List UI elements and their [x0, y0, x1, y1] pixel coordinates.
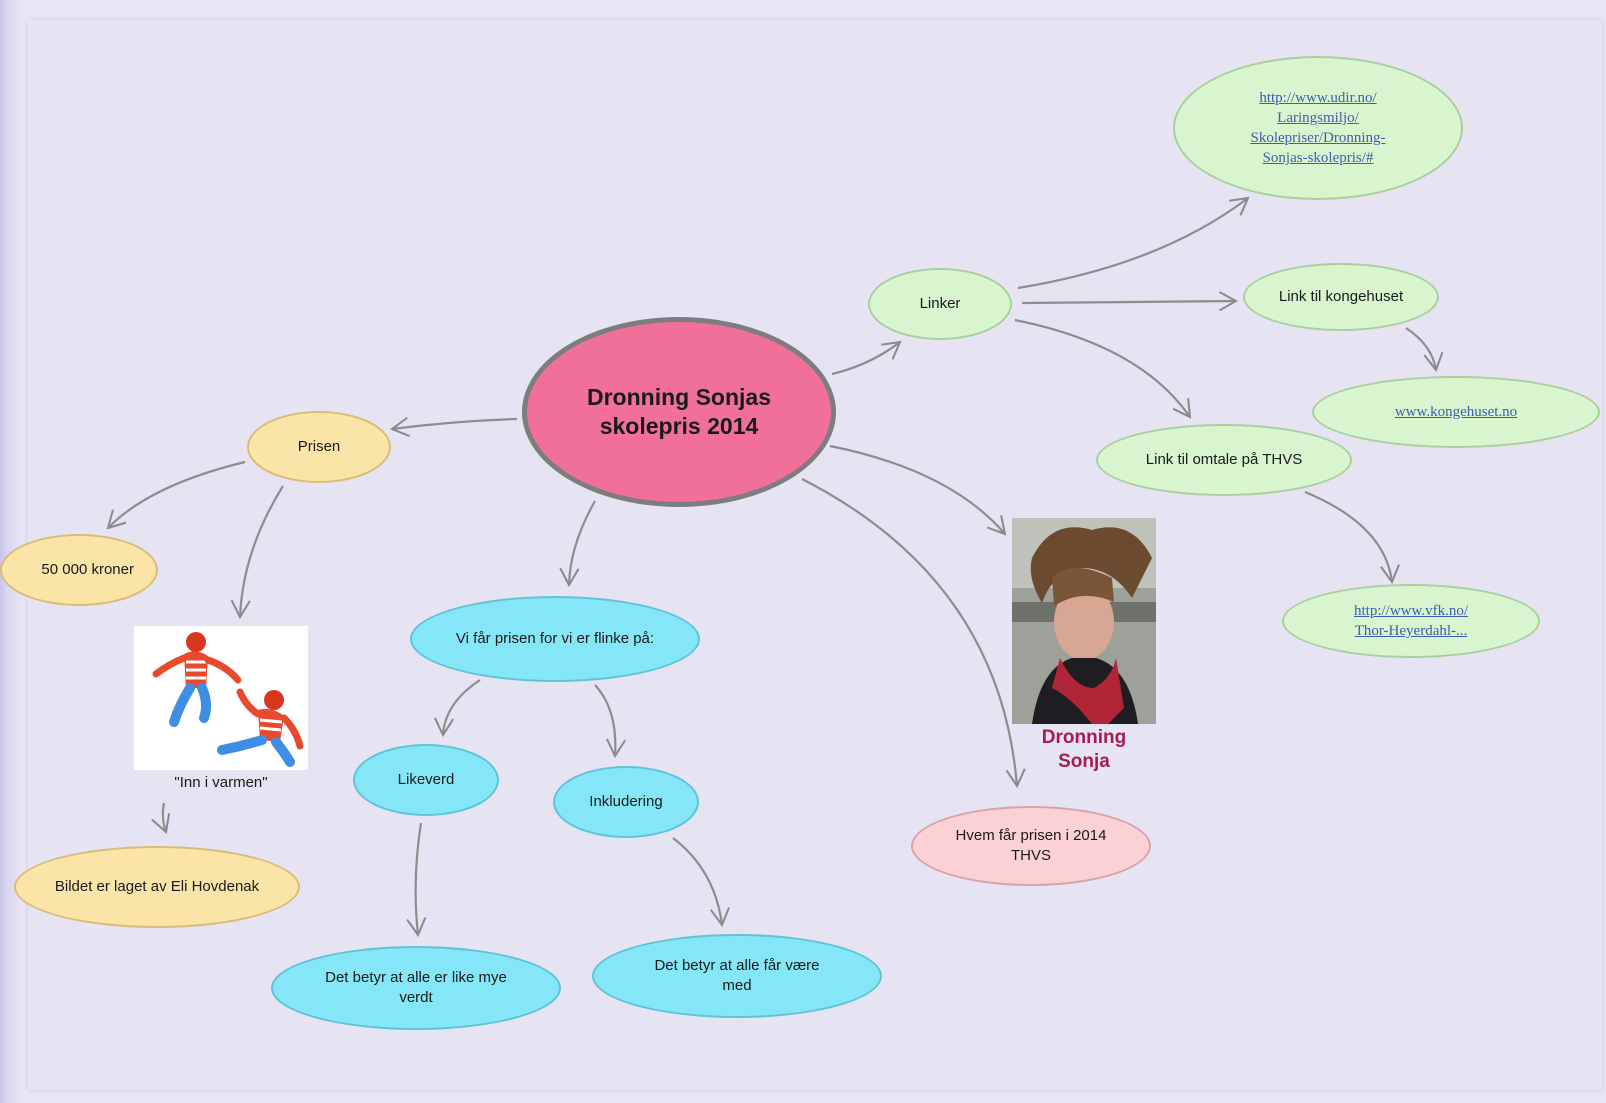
kongehuset-label-node[interactable]: Link til kongehuset: [1243, 263, 1439, 331]
bildet-node[interactable]: Bildet er laget av Eli Hovdenak: [14, 846, 300, 928]
edge-linker-thvs: [1014, 318, 1192, 419]
edge-prisen-image: [230, 485, 284, 620]
edge-caption-bildet: [151, 802, 171, 834]
person-caption-line1: Dronning: [1041, 727, 1127, 748]
edge-prisen-kroner: [106, 460, 246, 530]
faar-vaere-med-node[interactable]: Det betyr at alle får være med: [592, 934, 882, 1018]
kroner-node[interactable]: 50 000 kroner: [0, 534, 158, 606]
linker-label: Linker: [919, 294, 961, 312]
two-children-illustration-icon: [152, 632, 304, 767]
central-topic-line1: Dronning Sonjas: [587, 384, 771, 411]
inkludering-label: Inkludering: [589, 792, 663, 810]
likeverd-label: Likeverd: [397, 770, 455, 788]
vfk-link-line-1[interactable]: http://www.vfk.no/: [1353, 602, 1469, 619]
thvs-omtale-node[interactable]: Link til omtale på THVS: [1096, 424, 1352, 496]
edge-linker-kongehuset: [1021, 291, 1239, 312]
edge-likeverd-verdt: [406, 822, 427, 938]
prisen-label: Prisen: [297, 437, 341, 455]
central-topic-line2: skolepris 2014: [599, 413, 759, 439]
prisen-node[interactable]: Prisen: [247, 411, 391, 483]
hvem-node[interactable]: Hvem får prisen i 2014 THVS: [911, 806, 1151, 886]
kongehuset-label: Link til kongehuset: [1278, 287, 1404, 305]
edge-inkludering-med: [672, 837, 730, 928]
kongehuset-url-link[interactable]: www.kongehuset.no: [1394, 403, 1518, 420]
edge-center-prisen: [389, 417, 518, 437]
edge-center-person: [829, 444, 1007, 536]
dronning-sonja-photo: [1012, 518, 1156, 724]
vfk-link-node[interactable]: http://www.vfk.no/ Thor-Heyerdahl-...: [1282, 584, 1540, 658]
udir-link-line-1[interactable]: http://www.udir.no/: [1259, 89, 1377, 106]
thvs-omtale-label: Link til omtale på THVS: [1145, 450, 1303, 468]
kroner-label: 50 000 kroner: [41, 560, 134, 578]
udir-link-line-4[interactable]: Sonjas-skolepris/#: [1262, 150, 1374, 167]
inn-i-varmen-caption: "Inn i varmen": [174, 774, 268, 791]
edge-vifaar-likeverd: [433, 679, 481, 738]
linker-node[interactable]: Linker: [868, 268, 1012, 340]
edge-center-vifaar: [559, 500, 596, 588]
portrait-photo-icon: [1012, 518, 1156, 724]
vi-faar-node[interactable]: Vi får prisen for vi er flinke på:: [410, 596, 700, 682]
edge-center-linker: [831, 340, 902, 376]
udir-link-line-2[interactable]: Laringsmiljo/: [1277, 109, 1359, 126]
person-caption-line2: Sonja: [1058, 750, 1110, 772]
faar-vaere-med-label: Det betyr at alle får være med: [654, 956, 820, 994]
udir-link-line-3[interactable]: Skolepriser/Dronning-: [1250, 130, 1386, 146]
inn-i-varmen-image: [134, 626, 308, 770]
udir-link-node[interactable]: http://www.udir.no/ Laringsmiljo/ Skolep…: [1173, 56, 1463, 200]
hvem-label: Hvem får prisen i 2014 THVS: [955, 826, 1107, 864]
vi-faar-label: Vi får prisen for vi er flinke på:: [455, 629, 655, 647]
vfk-link-line-2[interactable]: Thor-Heyerdahl-...: [1354, 623, 1468, 639]
kongehuset-url-node[interactable]: www.kongehuset.no: [1312, 376, 1600, 448]
edge-thvs-vfk: [1304, 490, 1401, 585]
like-mye-verdt-label: Det betyr at alle er like mye verdt: [325, 968, 507, 1006]
edge-vifaar-inkludering: [594, 684, 627, 759]
inkludering-node[interactable]: Inkludering: [553, 766, 699, 838]
central-topic-node[interactable]: Dronning Sonjas skolepris 2014: [522, 317, 836, 507]
edge-linker-udir: [1017, 196, 1250, 290]
dronning-sonja-caption: Dronning Sonja: [1012, 726, 1156, 774]
like-mye-verdt-node[interactable]: Det betyr at alle er like mye verdt: [271, 946, 561, 1030]
bildet-label: Bildet er laget av Eli Hovdenak: [54, 877, 260, 895]
likeverd-node[interactable]: Likeverd: [353, 744, 499, 816]
edge-center-hvem: [801, 478, 1026, 789]
edge-kongehuset-url: [1405, 327, 1444, 373]
